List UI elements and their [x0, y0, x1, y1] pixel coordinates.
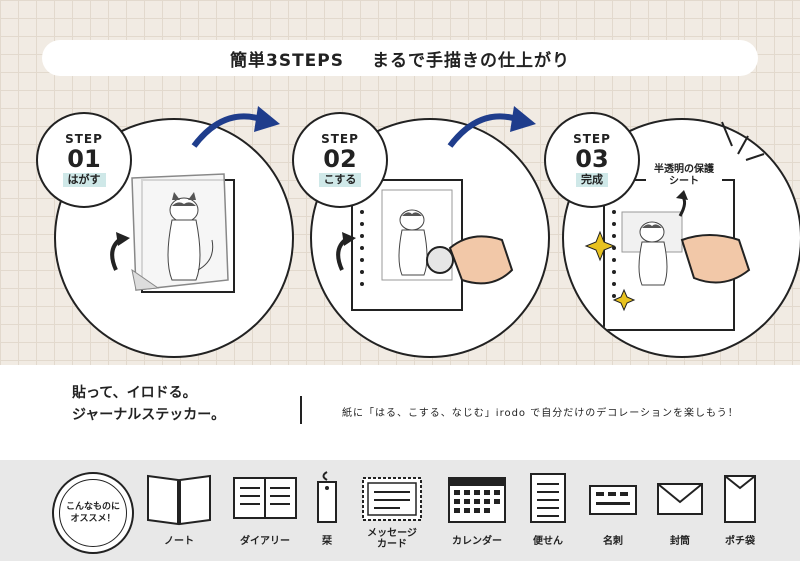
use-pochi-bag: ポチ袋 — [722, 470, 758, 547]
protective-sheet-label: 半透明の保護 シート — [646, 164, 722, 188]
use-label: ノート — [164, 536, 194, 547]
use-letter-paper: 便せん — [528, 470, 568, 547]
use-label: ダイアリー — [240, 536, 290, 547]
title-banner: 簡単3STEPS まるで手描きの仕上がり — [42, 40, 758, 76]
tagline-section — [0, 365, 800, 460]
notebook-icon — [147, 474, 211, 526]
description-text: 紙に「はる、こする、なじむ」irodo で自分だけのデコレーションを楽しもう！ — [342, 408, 739, 419]
calendar-icon — [448, 477, 506, 523]
step-2-badge: STEP 02 こする — [292, 112, 388, 208]
arrow-right-icon — [191, 106, 280, 148]
use-label: 栞 — [322, 536, 332, 547]
divider — [300, 396, 302, 424]
rub-illustration — [336, 179, 514, 311]
step-action: 完成 — [576, 173, 608, 187]
step-word: STEP — [65, 132, 103, 146]
use-label: 名刺 — [603, 536, 623, 547]
step-2: STEP 02 こする — [292, 106, 550, 358]
business-card-icon — [589, 485, 637, 515]
cat-icon — [167, 192, 214, 281]
banner-title-left: 簡単3STEPS — [230, 50, 344, 71]
step-word: STEP — [321, 132, 359, 146]
use-label: 便せん — [533, 536, 563, 547]
message-card-icon — [362, 477, 422, 521]
use-business-card: 名刺 — [588, 470, 638, 547]
step-number: 02 — [323, 145, 357, 173]
step-3-badge: STEP 03 完成 — [544, 112, 640, 208]
use-label: ポチ袋 — [725, 536, 755, 547]
shine-lines-icon — [721, 121, 765, 161]
cat-icon — [638, 221, 668, 286]
use-label: 封筒 — [670, 536, 690, 547]
use-label: カレンダー — [452, 536, 502, 547]
tagline: 貼って、イロドる。 ジャーナルステッカー。 — [72, 385, 226, 423]
pochi-bag-icon — [724, 475, 756, 523]
bookmark-icon — [317, 471, 337, 523]
use-bookmark: 栞 — [312, 470, 342, 547]
sparkle-icon — [584, 230, 636, 312]
step-number: 01 — [67, 145, 101, 173]
cat-icon — [398, 209, 428, 276]
use-envelope: 封筒 — [656, 470, 704, 547]
step-number: 03 — [575, 145, 609, 173]
use-message-card: メッセージ カード — [360, 470, 424, 550]
peel-illustration — [110, 173, 235, 293]
step-word: STEP — [573, 132, 611, 146]
arrow-right-icon — [447, 106, 536, 148]
banner-title-right: まるで手描きの仕上がり — [371, 50, 570, 71]
step-3: STEP 03 完成 半透明の保護 シート — [544, 112, 800, 358]
step-1: STEP 01 はがす — [36, 106, 294, 358]
use-label: メッセージ カード — [367, 528, 417, 550]
use-diary: ダイアリー — [232, 470, 298, 547]
finished-illustration — [584, 179, 751, 331]
recommend-badge: こんなものに オススメ！ — [52, 472, 134, 554]
use-notebook: ノート — [146, 470, 212, 547]
letter-paper-icon — [530, 473, 566, 523]
step-1-badge: STEP 01 はがす — [36, 112, 132, 208]
step-action: こする — [318, 173, 362, 187]
use-calendar: カレンダー — [446, 470, 508, 547]
step-action: はがす — [62, 173, 106, 187]
diary-icon — [233, 477, 297, 519]
envelope-icon — [657, 483, 703, 515]
